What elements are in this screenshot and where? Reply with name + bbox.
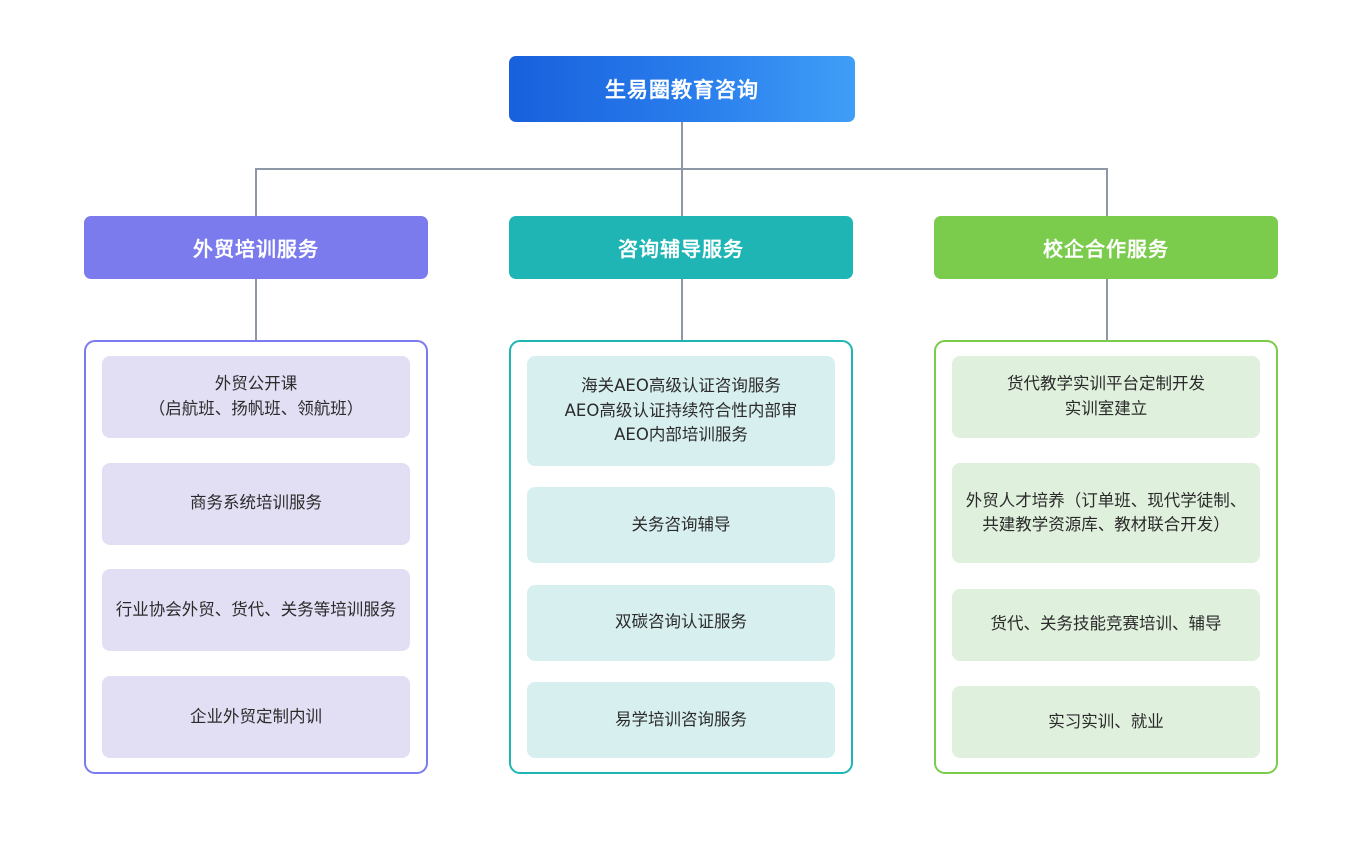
connector-drop-branch-1 [255, 168, 257, 216]
leaf-item-label: 外贸人才培养（订单班、现代学徒制、共建教学资源库、教材联合开发） [965, 490, 1247, 535]
leaf-item-label: 行业协会外贸、货代、关务等培训服务 [115, 599, 397, 619]
connector-stem-branch-1 [255, 279, 257, 341]
branch-body-xiaoqi-hezuo: 货代教学实训平台定制开发 实训室建立 外贸人才培养（订单班、现代学徒制、共建教学… [934, 340, 1278, 774]
leaf-item-label: 实习实训、就业 [1048, 711, 1164, 731]
leaf-item[interactable]: 外贸公开课 （启航班、扬帆班、领航班） [102, 356, 410, 438]
leaf-item-label: 货代、关务技能竞赛培训、辅导 [990, 614, 1222, 634]
root-node-label: 生易圈教育咨询 [605, 78, 759, 102]
branch-body-waimao-peixun: 外贸公开课 （启航班、扬帆班、领航班） 商务系统培训服务 行业协会外贸、货代、关… [84, 340, 428, 774]
leaf-item[interactable]: 实习实训、就业 [952, 685, 1260, 758]
leaf-item[interactable]: 海关AEO高级认证咨询服务 AEO高级认证持续符合性内部审 AEO内部培训服务 [527, 356, 835, 466]
leaf-item-label: 易学培训咨询服务 [615, 709, 747, 729]
connector-drop-branch-3 [1106, 168, 1108, 216]
branch-header-zixun-fudao[interactable]: 咨询辅导服务 [509, 216, 853, 279]
leaf-item[interactable]: 货代、关务技能竞赛培训、辅导 [952, 588, 1260, 661]
branch-header-label: 咨询辅导服务 [618, 237, 744, 261]
leaf-item[interactable]: 企业外贸定制内训 [102, 675, 410, 758]
connector-root-stem [681, 122, 683, 169]
leaf-item-label: 海关AEO高级认证咨询服务 AEO高级认证持续符合性内部审 AEO内部培训服务 [564, 375, 798, 445]
leaf-item-label: 关务咨询辅导 [631, 514, 731, 534]
leaf-item[interactable]: 外贸人才培养（订单班、现代学徒制、共建教学资源库、教材联合开发） [952, 463, 1260, 564]
root-node[interactable]: 生易圈教育咨询 [509, 56, 855, 122]
leaf-item[interactable]: 关务咨询辅导 [527, 487, 835, 564]
leaf-item[interactable]: 行业协会外贸、货代、关务等培训服务 [102, 569, 410, 652]
connector-stem-branch-2 [681, 279, 683, 341]
branch-header-label: 外贸培训服务 [193, 237, 319, 261]
connector-drop-branch-2 [681, 168, 683, 216]
leaf-item-label: 双碳咨询认证服务 [615, 612, 747, 632]
branch-header-xiaoqi-hezuo[interactable]: 校企合作服务 [934, 216, 1278, 279]
leaf-item-label: 外贸公开课 （启航班、扬帆班、领航班） [148, 374, 364, 418]
connector-stem-branch-3 [1106, 279, 1108, 341]
branch-header-label: 校企合作服务 [1043, 237, 1169, 261]
branch-header-waimao-peixun[interactable]: 外贸培训服务 [84, 216, 428, 279]
branch-body-zixun-fudao: 海关AEO高级认证咨询服务 AEO高级认证持续符合性内部审 AEO内部培训服务 … [509, 340, 853, 774]
leaf-item[interactable]: 货代教学实训平台定制开发 实训室建立 [952, 356, 1260, 438]
leaf-item[interactable]: 双碳咨询认证服务 [527, 584, 835, 661]
leaf-item-label: 货代教学实训平台定制开发 实训室建立 [1007, 374, 1205, 418]
leaf-item-label: 企业外贸定制内训 [190, 706, 322, 726]
leaf-item-label: 商务系统培训服务 [190, 493, 322, 513]
leaf-item[interactable]: 商务系统培训服务 [102, 462, 410, 545]
leaf-item[interactable]: 易学培训咨询服务 [527, 681, 835, 758]
